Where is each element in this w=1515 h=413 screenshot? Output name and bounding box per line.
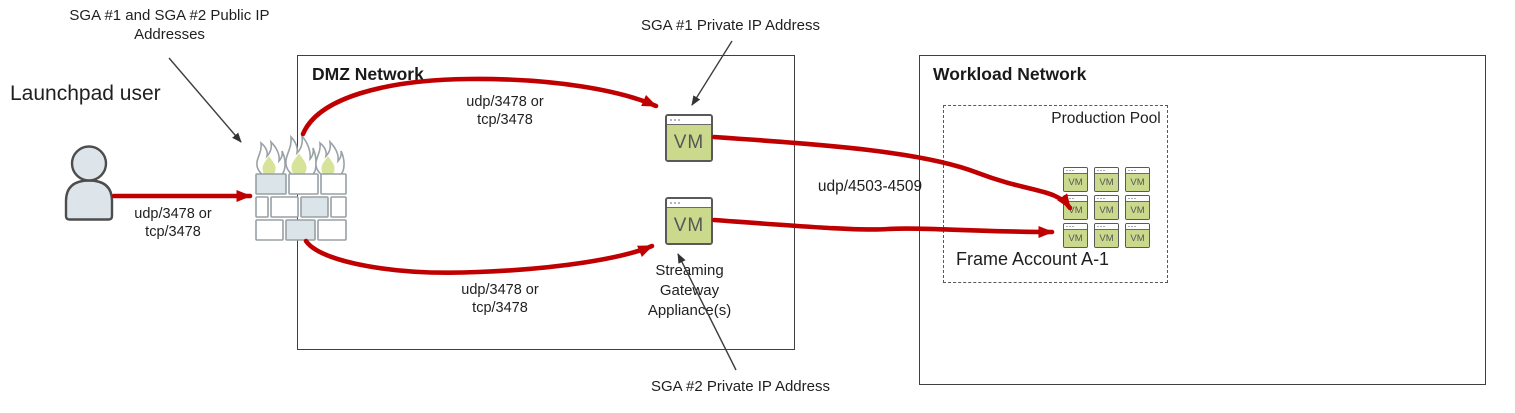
vm-icon-sga2: VM xyxy=(665,197,713,245)
production-pool-label: Production Pool xyxy=(1051,110,1161,127)
edge-label-firewall-sga2: udp/3478 or tcp/3478 xyxy=(461,282,539,316)
vm-label: VM xyxy=(1064,230,1087,247)
frame-account-label: Frame Account A-1 xyxy=(956,249,1110,269)
person-icon xyxy=(64,145,114,221)
vm-titlebar-icon xyxy=(1095,224,1118,230)
vm-label: VM xyxy=(667,208,711,243)
vm-icon: VM xyxy=(1063,167,1088,192)
vm-label: VM xyxy=(1095,202,1118,219)
dmz-network-title: DMZ Network xyxy=(312,64,424,84)
vm-titlebar-icon xyxy=(1095,196,1118,202)
public-ip-callout: SGA #1 and SGA #2 Public IP Addresses xyxy=(69,7,270,43)
streaming-gateway-callout: Streaming Gateway Appliance(s) xyxy=(647,262,732,319)
vm-label: VM xyxy=(1095,230,1118,247)
vm-label: VM xyxy=(1095,174,1118,191)
workload-network-title: Workload Network xyxy=(933,64,1087,84)
vm-titlebar-icon xyxy=(1064,224,1087,230)
vm-label: VM xyxy=(1064,174,1087,191)
vm-icon: VM xyxy=(1094,195,1119,220)
vm-icon: VM xyxy=(1125,195,1150,220)
vm-titlebar-icon xyxy=(1126,224,1149,230)
vm-titlebar-icon xyxy=(1064,168,1087,174)
vm-label: VM xyxy=(1126,202,1149,219)
vm-icon: VM xyxy=(1063,223,1088,248)
vm-icon: VM xyxy=(1094,167,1119,192)
leader-public-ip-to-firewall xyxy=(168,57,242,143)
vm-titlebar-icon xyxy=(667,116,711,125)
edge-label-user-firewall: udp/3478 or tcp/3478 xyxy=(134,206,212,240)
vm-titlebar-icon xyxy=(667,199,711,208)
vm-label: VM xyxy=(1126,230,1149,247)
vm-titlebar-icon xyxy=(1095,168,1118,174)
vm-label: VM xyxy=(667,125,711,160)
vm-icon: VM xyxy=(1063,195,1088,220)
vm-label: VM xyxy=(1126,174,1149,191)
edge-label-firewall-sga1: udp/3478 or tcp/3478 xyxy=(466,94,544,128)
launchpad-user-label: Launchpad user xyxy=(10,82,161,105)
vm-icon-sga1: VM xyxy=(665,114,713,162)
vm-titlebar-icon xyxy=(1126,196,1149,202)
vm-icon: VM xyxy=(1094,223,1119,248)
edge-label-sga-pool: udp/4503-4509 xyxy=(817,178,923,195)
sga2-private-ip-callout: SGA #2 Private IP Address xyxy=(651,378,830,395)
vm-label: VM xyxy=(1064,202,1087,219)
vm-icon: VM xyxy=(1125,167,1150,192)
production-pool-vm-grid: VM VM VM VM VM VM VM VM VM xyxy=(1063,167,1150,248)
sga1-private-ip-callout: SGA #1 Private IP Address xyxy=(641,17,820,34)
vm-titlebar-icon xyxy=(1064,196,1087,202)
vm-titlebar-icon xyxy=(1126,168,1149,174)
vm-icon: VM xyxy=(1125,223,1150,248)
